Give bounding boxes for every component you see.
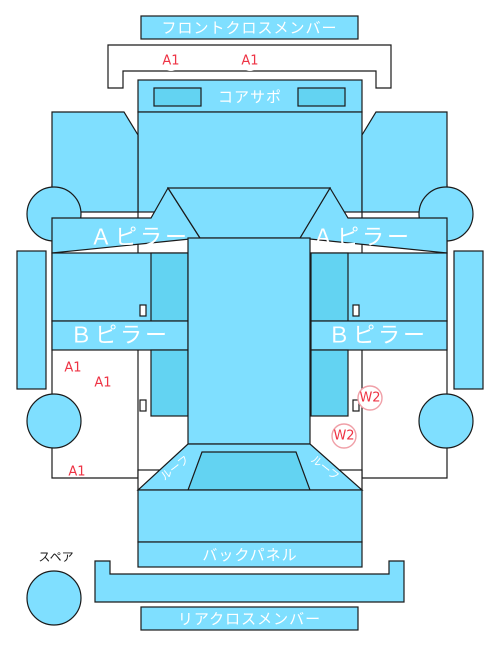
b-pillar-left-panel[interactable]: [51, 320, 189, 351]
front-left-mark-bg: [161, 51, 181, 71]
roof-panel[interactable]: [187, 237, 311, 445]
right-front-latch: [352, 304, 360, 317]
b-pillar-right-label: Ｂピラー: [328, 324, 428, 349]
b-pillar-left-label: Ｂピラー: [70, 324, 170, 349]
trunk-panel[interactable]: [137, 489, 363, 543]
a-pillar-left-label: Ａピラー: [90, 226, 190, 251]
a-pillar-right-label: Ａピラー: [312, 226, 412, 251]
rear-right-wheel[interactable]: [418, 393, 474, 449]
right-side-upper-mark: W2: [359, 391, 380, 406]
radiator-left-opening: [153, 87, 202, 107]
back-panel-label: バックパネル: [202, 546, 297, 564]
left-side-upper-mark: A1: [64, 361, 81, 376]
rear-cross-member-panel[interactable]: [140, 606, 359, 631]
b-pillar-right-panel[interactable]: [310, 320, 448, 351]
front-left-damage-mark: A1: [162, 54, 179, 69]
spare-label: スペア: [38, 550, 73, 564]
left-front-latch: [139, 304, 147, 317]
rear-bumper-bracket[interactable]: [94, 560, 405, 603]
front-right-mark-bg: [240, 51, 260, 71]
front-right-damage-mark: A1: [241, 54, 258, 69]
radiator-right-opening: [297, 87, 346, 107]
right-rear-latch: [352, 399, 360, 412]
front-cross-member-label: フロントクロスメンバー: [161, 19, 337, 37]
left-side-sill[interactable]: [16, 250, 47, 390]
left-rear-mark: A1: [68, 465, 85, 480]
right-side-sill[interactable]: [453, 250, 484, 390]
left-side-lower-mark: A1: [94, 376, 111, 391]
right-lower-mark-ring: [331, 423, 357, 449]
right-side-lower-mark: W2: [333, 429, 354, 444]
rear-cross-member-label: リアクロスメンバー: [178, 610, 321, 628]
left-rear-latch: [139, 399, 147, 412]
rear-left-wheel[interactable]: [26, 393, 82, 449]
back-panel[interactable]: [137, 541, 363, 568]
radiator-support-label: コアサポ: [218, 88, 282, 106]
right-front-fender[interactable]: [361, 111, 448, 213]
front-bracket-outline: [107, 44, 392, 89]
right-rear-door-inner: [310, 349, 349, 417]
rear-window-inner: [187, 451, 311, 491]
left-front-door-inner: [150, 252, 189, 322]
front-cross-member-panel[interactable]: [140, 15, 359, 40]
right-upper-mark-ring: [357, 385, 383, 411]
left-rear-door-inner: [150, 349, 189, 417]
right-front-door-inner: [310, 252, 349, 322]
spare-tire[interactable]: [26, 570, 82, 626]
